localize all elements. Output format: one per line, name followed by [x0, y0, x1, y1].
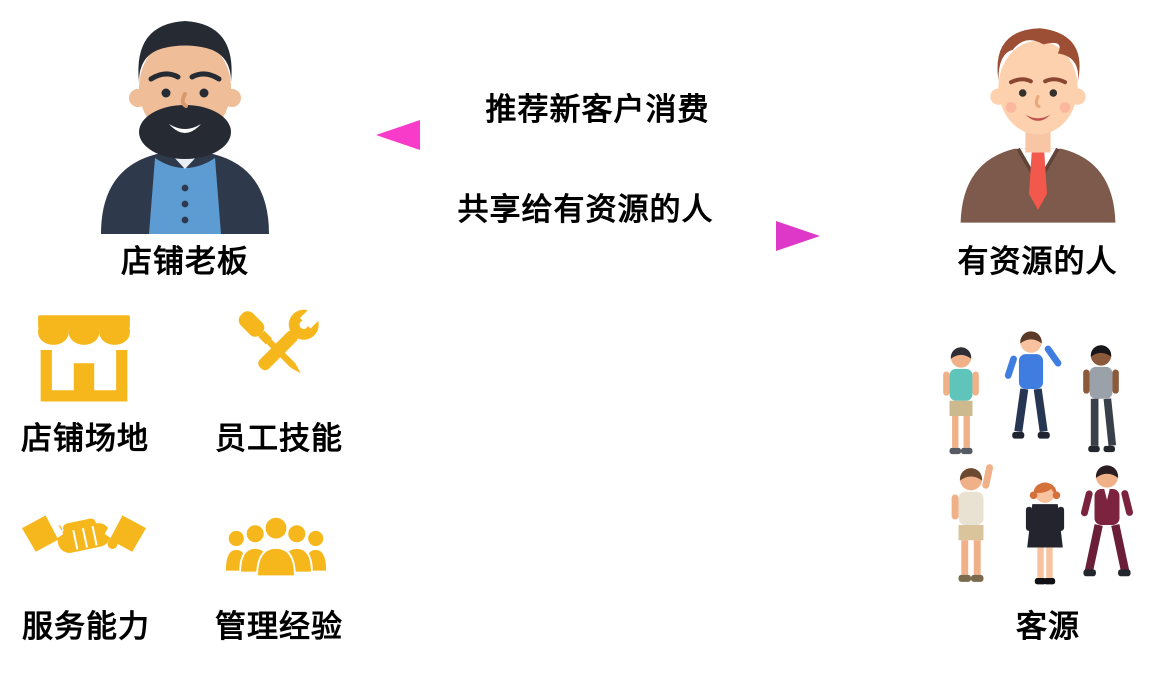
asset-service-label: 服务能力 — [22, 609, 150, 644]
share-arrow — [372, 217, 824, 255]
asset-management-label: 管理经验 — [215, 609, 343, 644]
resource-person-label: 有资源的人 — [957, 244, 1118, 279]
customer-figure — [1070, 344, 1132, 456]
recommend-arrow-label: 推荐新客户消费 — [485, 92, 710, 127]
tools-icon — [222, 297, 334, 404]
resource-person-avatar — [948, 6, 1128, 234]
arrow-right-icon — [378, 221, 820, 251]
customer-figure — [1000, 330, 1062, 448]
customer-figure — [930, 346, 992, 458]
handshake-icon — [20, 482, 148, 594]
share-arrow-label: 共享给有资源的人 — [457, 192, 714, 227]
customer-figure — [940, 464, 1002, 586]
shop-owner-label: 店铺老板 — [121, 244, 249, 279]
resource-person-illustration — [960, 28, 1116, 223]
customer-crowd — [922, 328, 1148, 594]
shop-owner-avatar — [85, 6, 285, 234]
shop-owner-illustration — [101, 21, 269, 234]
asset-venue-label: 店铺场地 — [21, 421, 149, 456]
asset-skills-label: 员工技能 — [215, 421, 343, 456]
customers-label: 客源 — [1016, 609, 1080, 644]
customer-figure — [1014, 480, 1076, 592]
arrow-left-icon — [376, 120, 818, 150]
people-group-icon — [224, 500, 328, 594]
recommend-arrow — [372, 116, 824, 154]
customer-figure — [1074, 464, 1140, 586]
storefront-icon — [33, 302, 135, 404]
